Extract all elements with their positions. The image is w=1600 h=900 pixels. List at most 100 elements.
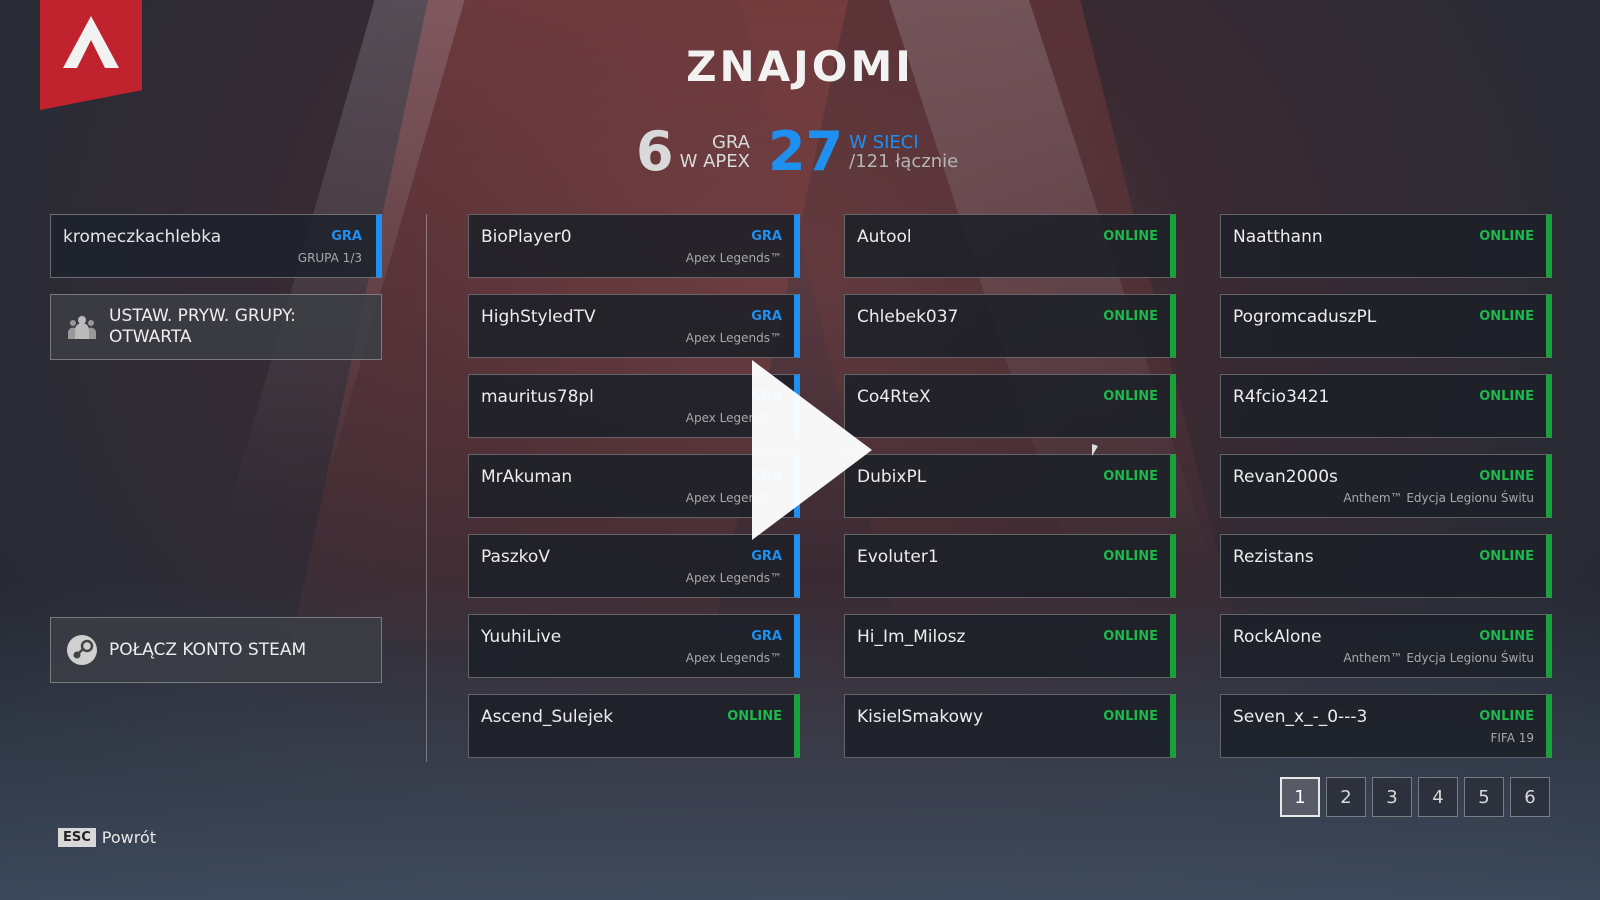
friend-name: YuuhiLive	[481, 627, 562, 647]
page-title: ZNAJOMI	[686, 42, 914, 91]
page-button-1[interactable]: 1	[1280, 777, 1320, 817]
esc-key: ESC	[58, 828, 96, 847]
friend-card[interactable]: KisielSmakowy ONLINE	[844, 694, 1176, 758]
mouse-cursor-icon	[1092, 444, 1098, 456]
page-button-2[interactable]: 2	[1326, 777, 1366, 817]
self-player-group: GRUPA 1/3	[297, 251, 362, 265]
friend-name: Rezistans	[1233, 547, 1314, 567]
friend-card[interactable]: HighStyledTV GRA Apex Legends™	[468, 294, 800, 358]
back-label: Powrót	[101, 828, 157, 847]
friend-name: PogromcaduszPL	[1233, 307, 1377, 327]
back-hint[interactable]: ESC Powrót	[58, 828, 156, 847]
friend-game: Apex Legends™	[685, 571, 782, 585]
friend-card[interactable]: Evoluter1 ONLINE	[844, 534, 1176, 598]
friend-card[interactable]: Rezistans ONLINE	[1220, 534, 1552, 598]
friend-card[interactable]: Ascend_Sulejek ONLINE	[468, 694, 800, 758]
friend-card[interactable]: Seven_x_-_0---3 ONLINE FIFA 19	[1220, 694, 1552, 758]
friend-card[interactable]: PogromcaduszPL ONLINE	[1220, 294, 1552, 358]
friend-game: FIFA 19	[1490, 731, 1534, 745]
self-player-card[interactable]: kromeczkachlebka GRA GRUPA 1/3	[50, 214, 382, 278]
friend-status: GRA	[751, 549, 782, 564]
page-button-5[interactable]: 5	[1464, 777, 1504, 817]
friend-name: BioPlayer0	[481, 227, 572, 247]
friend-name: Revan2000s	[1233, 467, 1338, 487]
friend-status: GRA	[751, 629, 782, 644]
friend-status: ONLINE	[1479, 629, 1534, 644]
online-label-line2: /121 łącznie	[849, 151, 959, 172]
friend-card[interactable]: R4fcio3421 ONLINE	[1220, 374, 1552, 438]
friend-status: ONLINE	[1103, 309, 1158, 324]
friend-name: Hi_Im_Milosz	[857, 627, 966, 647]
friend-name: Naatthann	[1233, 227, 1323, 247]
page-button-6[interactable]: 6	[1510, 777, 1550, 817]
friend-status: ONLINE	[1479, 389, 1534, 404]
online-label-line1: W SIECI	[849, 132, 919, 153]
playing-label: GRA W APEX	[680, 133, 750, 171]
friend-name: Ascend_Sulejek	[481, 707, 614, 727]
group-icon	[65, 310, 99, 344]
self-player-status: GRA	[331, 229, 362, 244]
friend-status: ONLINE	[1479, 309, 1534, 324]
friend-game: Apex Legends™	[685, 651, 782, 665]
friend-name: R4fcio3421	[1233, 387, 1330, 407]
friend-card[interactable]: Co4RteX ONLINE	[844, 374, 1176, 438]
page-button-4[interactable]: 4	[1418, 777, 1458, 817]
friend-card[interactable]: DubixPL ONLINE	[844, 454, 1176, 518]
friend-name: Autool	[857, 227, 912, 247]
playing-count: 6	[636, 120, 674, 183]
page-button-3[interactable]: 3	[1372, 777, 1412, 817]
friend-name: Co4RteX	[857, 387, 931, 407]
online-count: 27	[767, 120, 844, 183]
playing-label-line2: W APEX	[679, 151, 750, 172]
friend-status: ONLINE	[1103, 549, 1158, 564]
friend-name: KisielSmakowy	[857, 707, 984, 727]
party-privacy-line2: OTWARTA	[109, 327, 192, 347]
friend-status: ONLINE	[1103, 389, 1158, 404]
friend-name: MrAkuman	[481, 467, 573, 487]
friend-card[interactable]: Chlebek037 ONLINE	[844, 294, 1176, 358]
party-privacy-line1: USTAW. PRYW. GRUPY:	[109, 306, 296, 326]
friend-name: Chlebek037	[857, 307, 959, 327]
friend-game: Apex Legends™	[685, 251, 782, 265]
friend-status: GRA	[751, 229, 782, 244]
play-icon[interactable]	[752, 360, 872, 540]
friend-name: Seven_x_-_0---3	[1233, 707, 1368, 727]
friend-status: ONLINE	[1103, 629, 1158, 644]
friend-card[interactable]: Hi_Im_Milosz ONLINE	[844, 614, 1176, 678]
friend-card[interactable]: BioPlayer0 GRA Apex Legends™	[468, 214, 800, 278]
friend-card[interactable]: RockAlone ONLINE Anthem™ Edycja Legionu Św…	[1220, 614, 1552, 678]
friend-game: Anthem™ Edycja Legionu Świtu	[1343, 651, 1534, 665]
friend-status: ONLINE	[1479, 549, 1534, 564]
friend-name: DubixPL	[857, 467, 927, 487]
friend-name: HighStyledTV	[481, 307, 596, 327]
friend-card[interactable]: Autool ONLINE	[844, 214, 1176, 278]
friend-name: mauritus78pl	[481, 387, 594, 407]
friend-status: ONLINE	[1479, 469, 1534, 484]
apex-logo-icon	[63, 16, 119, 68]
friend-status: ONLINE	[1103, 229, 1158, 244]
party-privacy-label: USTAW. PRYW. GRUPY: OTWARTA	[109, 306, 296, 348]
friend-card[interactable]: Naatthann ONLINE	[1220, 214, 1552, 278]
friend-game: Apex Legends™	[685, 331, 782, 345]
friend-status: ONLINE	[1479, 709, 1534, 724]
friend-name: RockAlone	[1233, 627, 1322, 647]
friend-status: ONLINE	[1103, 469, 1158, 484]
friend-status: ONLINE	[1479, 229, 1534, 244]
apex-logo	[40, 0, 142, 110]
self-player-name: kromeczkachlebka	[63, 227, 222, 247]
friend-status: ONLINE	[1103, 709, 1158, 724]
friend-name: Evoluter1	[857, 547, 939, 567]
playing-label-line1: GRA	[711, 132, 750, 153]
steam-icon	[65, 633, 99, 667]
link-steam-button[interactable]: POŁĄCZ KONTO STEAM	[50, 617, 382, 683]
friend-status: GRA	[751, 309, 782, 324]
link-steam-label: POŁĄCZ KONTO STEAM	[109, 640, 307, 660]
party-privacy-button[interactable]: USTAW. PRYW. GRUPY: OTWARTA	[50, 294, 382, 360]
friend-card[interactable]: YuuhiLive GRA Apex Legends™	[468, 614, 800, 678]
friend-status: ONLINE	[727, 709, 782, 724]
